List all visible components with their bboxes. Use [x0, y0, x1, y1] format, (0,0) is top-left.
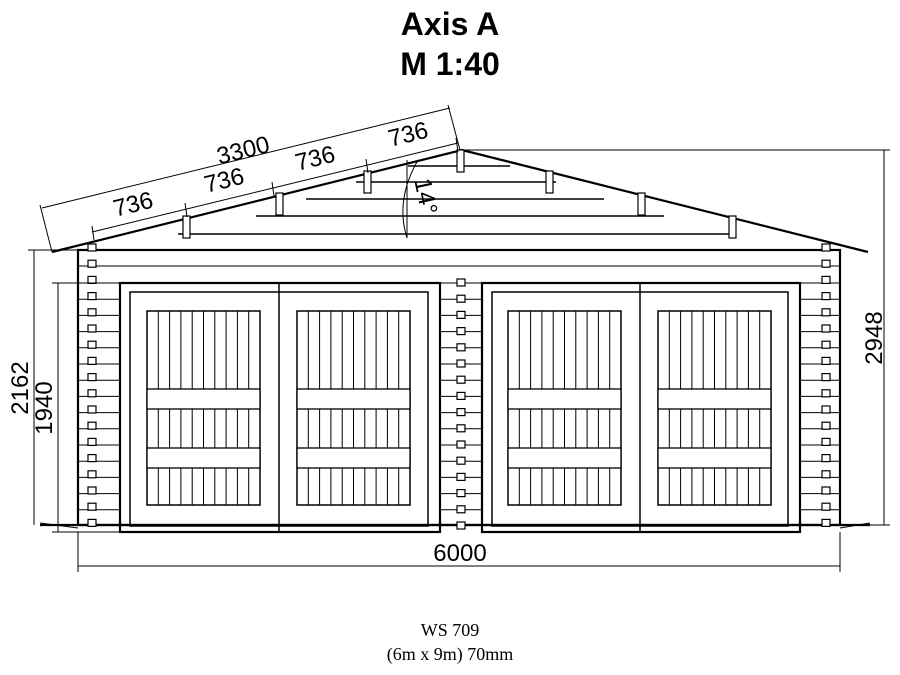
log-end: [87, 437, 97, 446]
rafter-dimensions: 3300 736 736 736 736 14°: [39, 104, 461, 253]
log-end: [821, 518, 831, 528]
log-end: [821, 470, 831, 479]
log-end: [87, 292, 97, 301]
door-height-label: 1940: [31, 381, 58, 434]
model-spec: (6m x 9m) 70mm: [386, 644, 514, 664]
rafter-seg-label: 736: [292, 141, 337, 177]
roof: [51, 148, 869, 254]
log-end: [87, 454, 97, 463]
log-end: [87, 421, 97, 430]
log-end: [821, 454, 831, 463]
log-ends: [87, 243, 831, 530]
log-end: [87, 340, 97, 349]
garage-door-left: [118, 281, 442, 534]
log-end: [87, 389, 97, 398]
log-end: [456, 521, 466, 530]
log-end: [87, 470, 97, 479]
rafter-total-label: 3300: [214, 131, 272, 170]
door-frame: [480, 281, 802, 534]
log-end: [87, 308, 97, 317]
log-end: [456, 408, 466, 417]
log-end: [87, 259, 97, 268]
door-rail: [507, 447, 622, 469]
log-end: [87, 486, 97, 495]
rafter-seg-label: 736: [110, 187, 155, 223]
door-rail: [296, 388, 411, 410]
door-rail: [507, 388, 622, 410]
purlin-block: [637, 192, 646, 216]
garage-door-right: [480, 281, 802, 534]
log-end: [821, 373, 831, 382]
drawing-scale: M 1:40: [400, 46, 500, 82]
log-end: [87, 405, 97, 414]
door-rail: [657, 388, 772, 410]
model-label: WS 709: [420, 620, 480, 640]
door-leaf: [657, 310, 772, 506]
log-end: [821, 437, 831, 446]
log-end: [456, 505, 466, 514]
purlin-block: [545, 170, 554, 194]
log-end: [821, 324, 831, 333]
drawing-title: Axis A: [400, 6, 500, 42]
log-end: [821, 502, 831, 511]
log-end: [821, 421, 831, 430]
log-end: [456, 343, 466, 352]
log-end: [87, 275, 97, 284]
door-rail: [146, 388, 261, 410]
log-end: [821, 405, 831, 414]
door-leaf: [146, 310, 261, 506]
overall-height-label: 2948: [861, 311, 888, 364]
log-end: [821, 389, 831, 398]
log-end: [821, 486, 831, 495]
log-end: [821, 292, 831, 301]
log-end: [87, 324, 97, 333]
wall-height-label: 2162: [7, 361, 34, 414]
log-end: [456, 456, 466, 465]
ridge-block: [456, 149, 465, 173]
door-frame: [118, 281, 442, 534]
log-end: [456, 278, 466, 287]
log-end: [456, 375, 466, 384]
door-leaf: [296, 310, 411, 506]
log-end: [456, 489, 466, 498]
log-end: [456, 310, 466, 319]
width-dimension: 6000: [77, 532, 841, 572]
purlin-block: [728, 215, 737, 239]
log-end: [821, 308, 831, 317]
log-end: [821, 243, 831, 252]
purlin-block: [182, 215, 191, 239]
door-rail: [657, 447, 772, 469]
width-label: 6000: [433, 540, 486, 567]
purlin-block: [363, 170, 372, 194]
log-end: [456, 391, 466, 400]
log-end: [821, 259, 831, 268]
log-end: [87, 518, 97, 528]
purlin-block: [275, 192, 284, 216]
door-rail: [146, 447, 261, 469]
log-end: [821, 275, 831, 284]
log-end: [456, 440, 466, 449]
height-dimensions: 2162 1940 2948: [7, 149, 890, 533]
log-end: [456, 327, 466, 336]
log-end: [87, 373, 97, 382]
log-end: [456, 294, 466, 303]
log-end: [456, 359, 466, 368]
log-end: [87, 356, 97, 365]
log-end: [821, 340, 831, 349]
log-end: [87, 502, 97, 511]
angle-arc: [402, 159, 419, 239]
door-leaf: [507, 310, 622, 506]
log-end: [456, 424, 466, 433]
log-end: [821, 356, 831, 365]
rafter-seg-label: 736: [201, 163, 246, 199]
door-rail: [296, 447, 411, 469]
log-end: [87, 243, 97, 252]
log-end: [456, 472, 466, 481]
